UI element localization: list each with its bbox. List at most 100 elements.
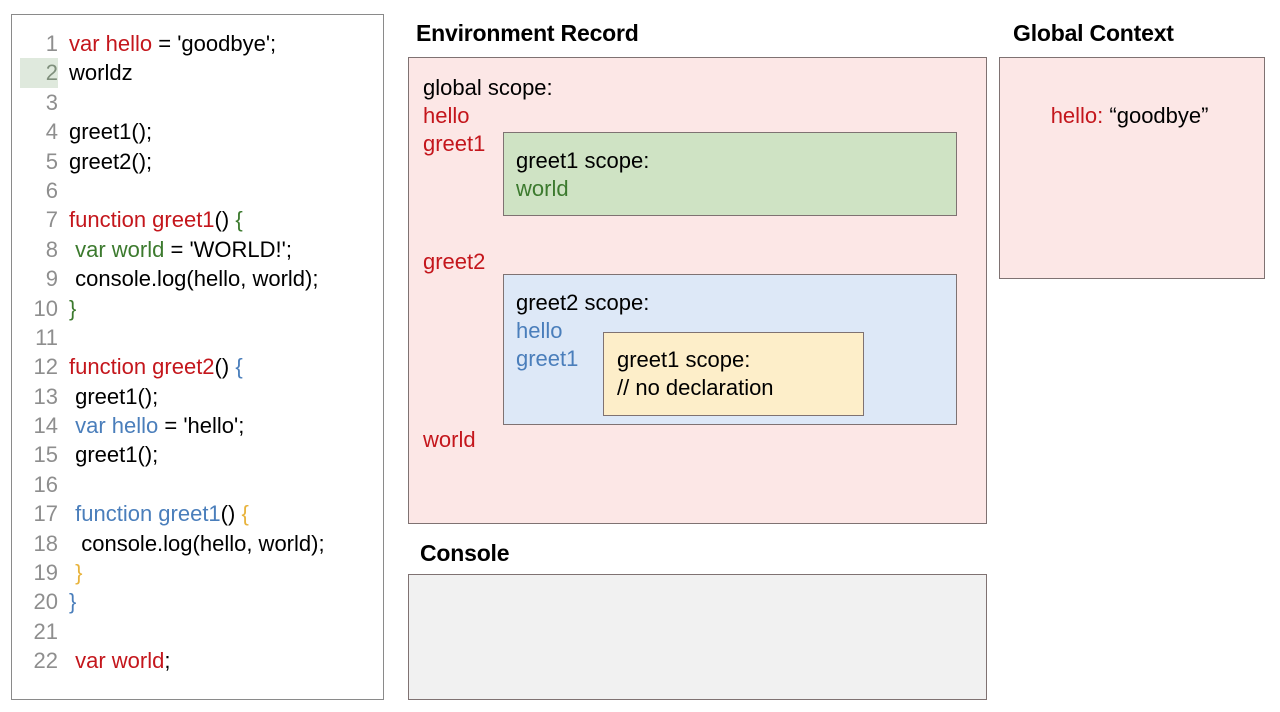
code-line[interactable]: 9 console.log(hello, world); [20, 264, 379, 293]
code-token: { [235, 207, 243, 233]
line-number: 11 [35, 324, 58, 350]
code-token: } [69, 589, 77, 615]
code-token: ; [164, 648, 171, 674]
code-line[interactable]: 22 var world; [20, 646, 379, 675]
line-number: 17 [33, 501, 58, 527]
code-line-text: var hello = 'goodbye'; [58, 29, 276, 58]
code-token: var hello [75, 413, 159, 439]
code-line[interactable]: 16 [20, 470, 379, 499]
code-line-text: greet1(); [58, 440, 158, 469]
code-line-text: function greet1() { [58, 499, 249, 528]
greet1-binding-world: world [516, 176, 569, 201]
environment-record-box: global scope: hello greet1 greet2 world … [408, 57, 987, 524]
code-line-text: var world = 'WORLD!'; [58, 235, 292, 264]
line-number: 5 [45, 148, 58, 174]
greet2-scope-label: greet2 scope: [516, 290, 650, 315]
code-line[interactable]: 3 [20, 88, 379, 117]
global-context-entry-value: “goodbye” [1103, 103, 1209, 128]
code-token: function greet2 [69, 354, 215, 380]
line-number: 15 [33, 442, 58, 468]
global-binding-world: world [423, 427, 476, 452]
code-line-text: } [58, 558, 82, 587]
code-token: function greet1 [75, 501, 221, 527]
console-title: Console [420, 540, 510, 566]
line-number: 13 [33, 383, 58, 409]
line-number: 6 [45, 177, 58, 203]
code-line-text: console.log(hello, world); [58, 264, 318, 293]
greet2-scope-box: greet2 scope: hello greet1 greet1 scope:… [503, 274, 957, 425]
code-token: () [220, 501, 242, 527]
code-token: { [241, 501, 249, 527]
code-token: greet1(); [69, 119, 153, 145]
line-number: 22 [33, 648, 58, 674]
code-line[interactable]: 15 greet1(); [20, 440, 379, 469]
greet1-scope-label: greet1 scope: [516, 148, 650, 173]
code-token: = 'hello'; [158, 413, 245, 439]
code-token: function greet1 [69, 207, 215, 233]
code-line[interactable]: 11 [20, 323, 379, 352]
code-line-text: greet1(); [58, 117, 152, 146]
line-number: 18 [33, 530, 58, 556]
console-output-box[interactable] [408, 574, 987, 700]
code-token: = 'goodbye'; [152, 31, 277, 56]
code-line-text: } [58, 587, 76, 616]
code-token: } [75, 560, 83, 586]
greet1-nested-scope-box: greet1 scope: // no declaration [603, 332, 864, 416]
code-token: var world [75, 648, 165, 674]
global-binding-hello: hello [423, 103, 470, 128]
code-token: = 'WORLD!'; [164, 236, 292, 262]
code-line[interactable]: 19 } [20, 558, 379, 587]
code-line[interactable]: 13 greet1(); [20, 382, 379, 411]
line-number: 3 [45, 89, 58, 115]
code-token: console.log(hello, world); [69, 266, 319, 292]
code-token: () [214, 354, 236, 380]
environment-record-title: Environment Record [416, 20, 639, 46]
code-line[interactable]: 20} [20, 587, 379, 616]
code-line[interactable]: 10} [20, 294, 379, 323]
code-line-text: function greet2() { [58, 352, 243, 381]
code-token: } [69, 295, 77, 321]
line-number: 7 [45, 207, 58, 233]
code-line-text: greet2(); [58, 147, 152, 176]
line-number: 12 [33, 354, 58, 380]
code-line-text: var world; [58, 646, 171, 675]
greet1-scope-box: greet1 scope: world [503, 132, 957, 216]
code-line-text: worldz [58, 58, 133, 87]
code-token: worldz [69, 60, 133, 86]
global-context-entry-key: hello: [1050, 103, 1104, 128]
greet1-nested-scope-label: greet1 scope: [617, 347, 751, 372]
code-line[interactable]: 6 [20, 176, 379, 205]
code-line[interactable]: 18 console.log(hello, world); [20, 529, 379, 558]
code-token: () [214, 207, 236, 233]
line-number: 10 [33, 295, 58, 321]
line-number: 1 [45, 31, 58, 56]
code-line[interactable]: 21 [20, 617, 379, 646]
line-number: 14 [33, 413, 58, 439]
code-token: greet2(); [69, 148, 153, 174]
global-context-title: Global Context [1013, 20, 1174, 46]
code-line[interactable]: 5 greet2(); [20, 147, 379, 176]
code-line-text: var hello = 'hello'; [58, 411, 244, 440]
code-line[interactable]: 7 function greet1() { [20, 205, 379, 234]
code-token: var hello [69, 31, 153, 56]
code-token: { [235, 354, 243, 380]
code-line[interactable]: 14 var hello = 'hello'; [20, 411, 379, 440]
code-token: greet1(); [69, 442, 159, 468]
code-line-text: } [58, 294, 76, 323]
code-token: console.log(hello, world); [69, 530, 325, 556]
code-token: var world [75, 236, 165, 262]
global-scope-label: global scope: [423, 75, 553, 100]
code-token: greet1(); [69, 383, 159, 409]
code-line[interactable]: 8 var world = 'WORLD!'; [20, 235, 379, 264]
line-number: 9 [45, 266, 58, 292]
code-line[interactable]: 17 function greet1() { [20, 499, 379, 528]
greet2-binding-greet1: greet1 [516, 346, 579, 371]
line-number: 19 [33, 560, 58, 586]
global-context-entry: hello: “goodbye” [1014, 74, 1209, 158]
